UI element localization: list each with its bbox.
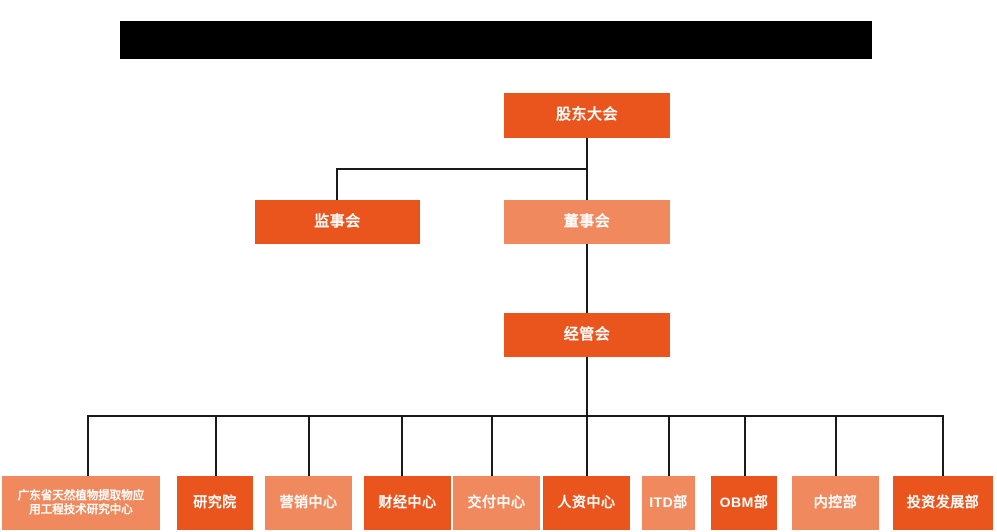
node-label: 财经中心	[378, 494, 437, 511]
connector-l4-drop-10	[942, 415, 944, 476]
node-board-of-directors[interactable]: 董事会	[504, 200, 670, 244]
node-shareholders-meeting[interactable]: 股东大会	[504, 93, 670, 138]
node-board-of-supervisors[interactable]: 监事会	[255, 200, 420, 244]
node-label-line-1: 广东省天然植物提取物应	[17, 489, 145, 502]
node-marketing-center[interactable]: 营销中心	[265, 476, 352, 530]
node-research-institute[interactable]: 研究院	[177, 476, 253, 530]
node-management-committee[interactable]: 经管会	[504, 313, 670, 357]
node-hr-center[interactable]: 人资中心	[543, 476, 630, 530]
connector-l4-drop-6	[586, 415, 588, 476]
node-label: 股东大会	[555, 106, 618, 124]
connector-l4-drop-9	[835, 415, 837, 476]
node-finance-center[interactable]: 财经中心	[364, 476, 451, 530]
node-label-line-2: 用工程技术研究中心	[29, 504, 133, 516]
node-label: 交付中心	[467, 494, 526, 511]
node-label: OBM部	[719, 494, 769, 511]
connector-l4-drop-3	[308, 415, 310, 476]
connector-l4-drop-8	[744, 415, 746, 476]
node-label: 董事会	[563, 212, 611, 230]
connector-l2-drop-supervisors	[336, 168, 338, 201]
node-label: ITD部	[649, 494, 688, 511]
connector-l2-drop-directors	[586, 168, 588, 201]
node-delivery-center[interactable]: 交付中心	[453, 476, 540, 530]
node-label: 营销中心	[279, 494, 338, 511]
connector-l4-drop-1	[87, 415, 89, 476]
node-label: 人资中心	[557, 494, 616, 511]
connector-l4-drop-2	[215, 415, 217, 476]
connector-l2-bus	[336, 168, 588, 170]
node-gd-eng-research-center[interactable]: 广东省天然植物提取物应 用工程技术研究中心	[2, 476, 160, 530]
node-internal-control-department[interactable]: 内控部	[792, 476, 879, 530]
connector-l1-drop	[586, 138, 588, 170]
node-label: 内控部	[813, 494, 858, 511]
connector-management-drop	[586, 357, 588, 417]
node-obm-department[interactable]: OBM部	[711, 476, 777, 530]
node-label: 广东省天然植物提取物应 用工程技术研究中心	[18, 489, 145, 518]
connector-directors-to-management	[586, 244, 588, 313]
node-investment-development-department[interactable]: 投资发展部	[893, 476, 993, 530]
node-label: 监事会	[314, 212, 361, 230]
redacted-title-banner	[120, 21, 872, 59]
node-itd-department[interactable]: ITD部	[642, 476, 695, 530]
connector-l4-drop-7	[668, 415, 670, 476]
connector-l4-drop-5	[491, 415, 493, 476]
connector-l4-drop-4	[401, 415, 403, 476]
connector-l4-bus	[87, 415, 944, 417]
node-label: 研究院	[193, 494, 237, 511]
node-label: 投资发展部	[906, 494, 980, 511]
node-label: 经管会	[563, 325, 611, 343]
